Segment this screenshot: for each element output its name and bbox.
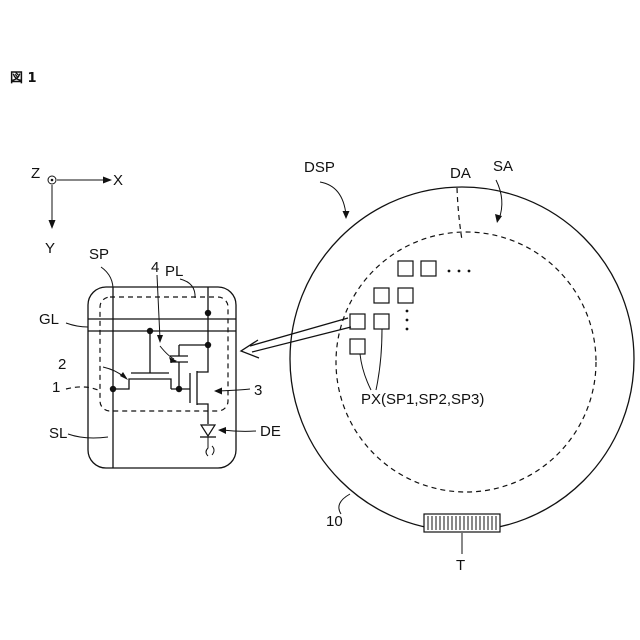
label-da: DA — [450, 166, 471, 181]
dsp-leader — [320, 182, 346, 215]
pixel-square — [374, 288, 389, 303]
subpixel-circuit — [66, 267, 256, 468]
continuation-dots — [406, 270, 471, 331]
axis-y-label: Y — [45, 241, 55, 256]
pixel-square — [350, 339, 365, 354]
terminal-pad — [424, 514, 500, 532]
label-t: T — [456, 558, 465, 573]
label-pl: PL — [165, 264, 183, 279]
label-ref2: 2 — [58, 357, 66, 372]
sp-leader — [101, 267, 113, 292]
axis-x-label: X — [113, 173, 123, 188]
pixel-square — [374, 314, 389, 329]
label-sl: SL — [49, 426, 67, 441]
px-leader-2 — [376, 329, 382, 390]
label-de: DE — [260, 424, 281, 439]
px-leader — [360, 354, 371, 390]
ref3-leader — [218, 389, 250, 391]
pixel-square — [421, 261, 436, 276]
label-ref3: 3 — [254, 383, 262, 398]
pixel-square — [398, 288, 413, 303]
axis-z-label: Z — [31, 166, 40, 181]
figure-title: 図 1 — [10, 72, 37, 85]
sa-leader — [496, 180, 502, 219]
de-leader — [222, 430, 256, 431]
label-gl: GL — [39, 312, 59, 327]
label-sa: SA — [493, 159, 513, 174]
label-ref1: 1 — [52, 380, 60, 395]
label-px: PX(SP1,SP2,SP3) — [361, 392, 484, 407]
label-ref4: 4 — [151, 260, 159, 275]
gl-leader — [66, 323, 88, 327]
ref4-leader-2 — [160, 346, 174, 359]
light-emitting-element — [201, 425, 215, 436]
display-panel — [241, 180, 634, 554]
label-ref10: 10 — [326, 514, 343, 529]
ref4-leader — [157, 275, 160, 339]
subpixel-outline — [88, 287, 236, 468]
pixel-square — [398, 261, 413, 276]
pl-leader — [180, 279, 195, 298]
ref10-leader — [339, 494, 350, 514]
coordinate-axes — [48, 176, 112, 229]
display-area-boundary — [336, 232, 596, 492]
label-dsp: DSP — [304, 160, 335, 175]
panel-outline — [290, 187, 634, 531]
pixel-square — [350, 314, 365, 329]
label-sp: SP — [89, 247, 109, 262]
ref1-leader — [66, 387, 100, 391]
pixel-array — [350, 261, 436, 354]
